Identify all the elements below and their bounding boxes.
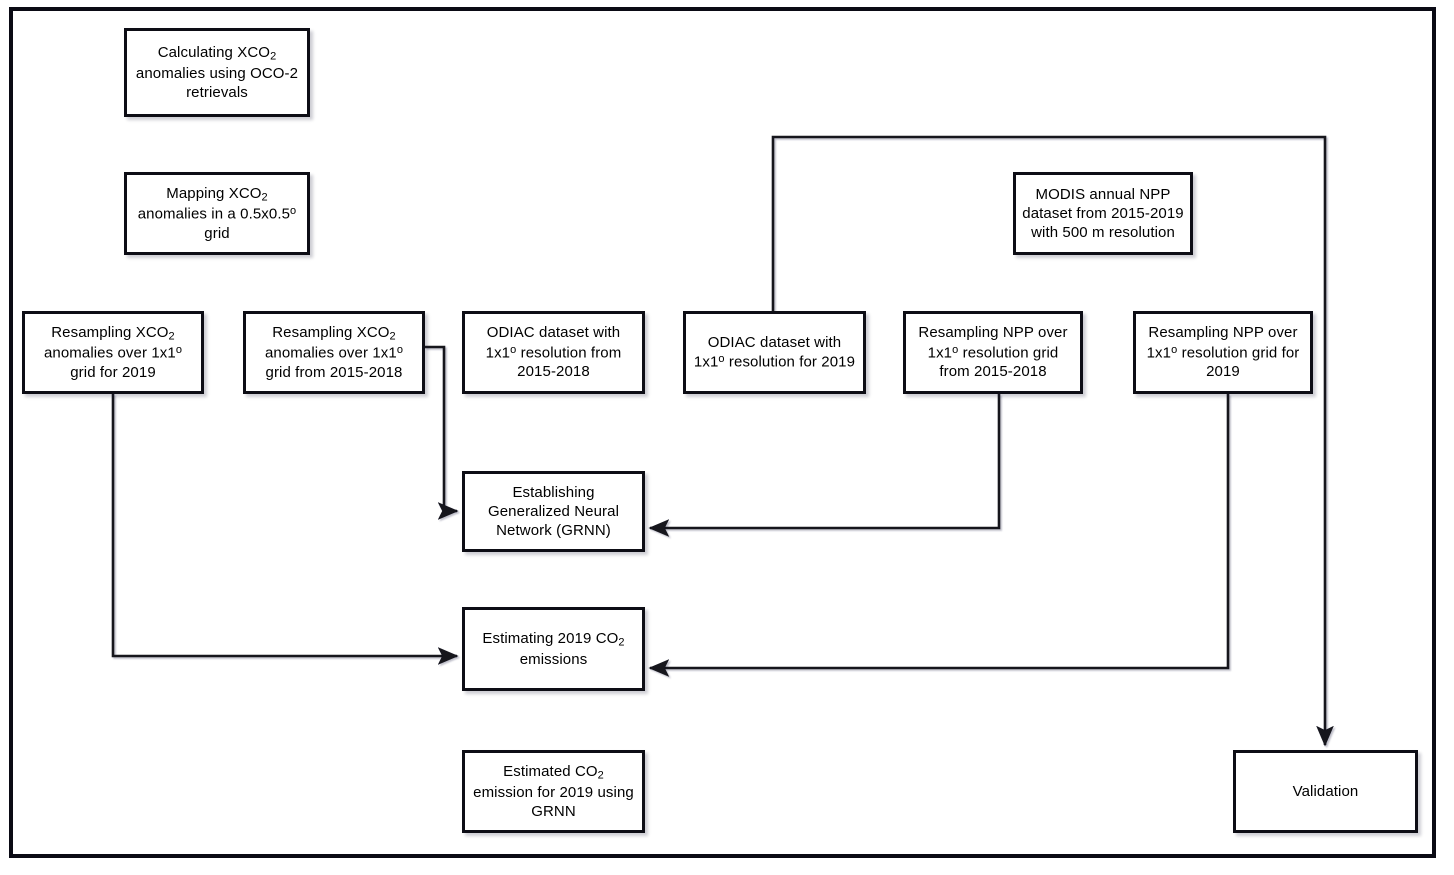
- calculating-xco2-anomalies-box[interactable]: Calculating XCO2 anomalies using OCO-2 r…: [124, 28, 310, 117]
- validation-box[interactable]: Validation: [1233, 750, 1418, 833]
- resampling-xco2-2015-2018-box[interactable]: Resampling XCO2 anomalies over 1x1o grid…: [243, 311, 425, 394]
- estimating-2019-co2-emissions-box-label: Estimating 2019 CO2 emissions: [482, 630, 625, 668]
- resampling-xco2-2015-2018-box-label: Resampling XCO2 anomalies over 1x1o grid…: [264, 323, 404, 382]
- mapping-xco2-anomalies-box-label: Mapping XCO2 anomalies in a 0.5x0.5o gri…: [137, 184, 297, 243]
- odiac-dataset-2015-2018-box[interactable]: ODIAC dataset with 1x1o resolution from …: [462, 311, 645, 394]
- estimated-co2-emission-2019-box[interactable]: Estimated CO2 emission for 2019 using GR…: [462, 750, 645, 833]
- resampling-npp-2019-box-label: Resampling NPP over 1x1o resolution grid…: [1146, 324, 1300, 381]
- resampling-npp-2015-2018-box-label: Resampling NPP over 1x1o resolution grid…: [918, 324, 1068, 381]
- resampling-npp-2019-box[interactable]: Resampling NPP over 1x1o resolution grid…: [1133, 311, 1313, 394]
- validation-box-label: Validation: [1292, 782, 1359, 800]
- establishing-grnn-box-label: Establishing Generalized Neural Network …: [487, 483, 620, 540]
- diagram-outer-frame: [9, 7, 1436, 858]
- estimating-2019-co2-emissions-box[interactable]: Estimating 2019 CO2 emissions: [462, 607, 645, 691]
- odiac-dataset-2019-box[interactable]: ODIAC dataset with 1x1o resolution for 2…: [683, 311, 866, 394]
- modis-annual-npp-dataset-box[interactable]: MODIS annual NPP dataset from 2015-2019 …: [1013, 172, 1193, 255]
- mapping-xco2-anomalies-box[interactable]: Mapping XCO2 anomalies in a 0.5x0.5o gri…: [124, 172, 310, 255]
- modis-annual-npp-dataset-box-label: MODIS annual NPP dataset from 2015-2019 …: [1022, 185, 1184, 242]
- resampling-xco2-2019-box-label: Resampling XCO2 anomalies over 1x1o grid…: [43, 323, 183, 382]
- connector-resample-2019-to-estimating: [111, 394, 459, 665]
- connector-npp-2015-to-grnn: [648, 394, 1001, 537]
- estimated-co2-emission-2019-box-label: Estimated CO2 emission for 2019 using GR…: [473, 763, 634, 820]
- connector-npp-2019-to-estimating: [648, 394, 1230, 677]
- resampling-npp-2015-2018-box[interactable]: Resampling NPP over 1x1o resolution grid…: [903, 311, 1083, 394]
- calculating-xco2-anomalies-box-label: Calculating XCO2 anomalies using OCO-2 r…: [135, 44, 299, 101]
- establishing-grnn-box[interactable]: Establishing Generalized Neural Network …: [462, 471, 645, 552]
- connector-group: [104, 117, 1334, 800]
- odiac-dataset-2015-2018-box-label: ODIAC dataset with 1x1o resolution from …: [485, 324, 622, 381]
- connector-resample-2015-to-grnn: [425, 345, 459, 520]
- resampling-xco2-2019-box[interactable]: Resampling XCO2 anomalies over 1x1o grid…: [22, 311, 204, 394]
- connector-odiac-2019-to-validation: [771, 135, 1334, 747]
- odiac-dataset-2019-box-label: ODIAC dataset with 1x1o resolution for 2…: [693, 334, 856, 371]
